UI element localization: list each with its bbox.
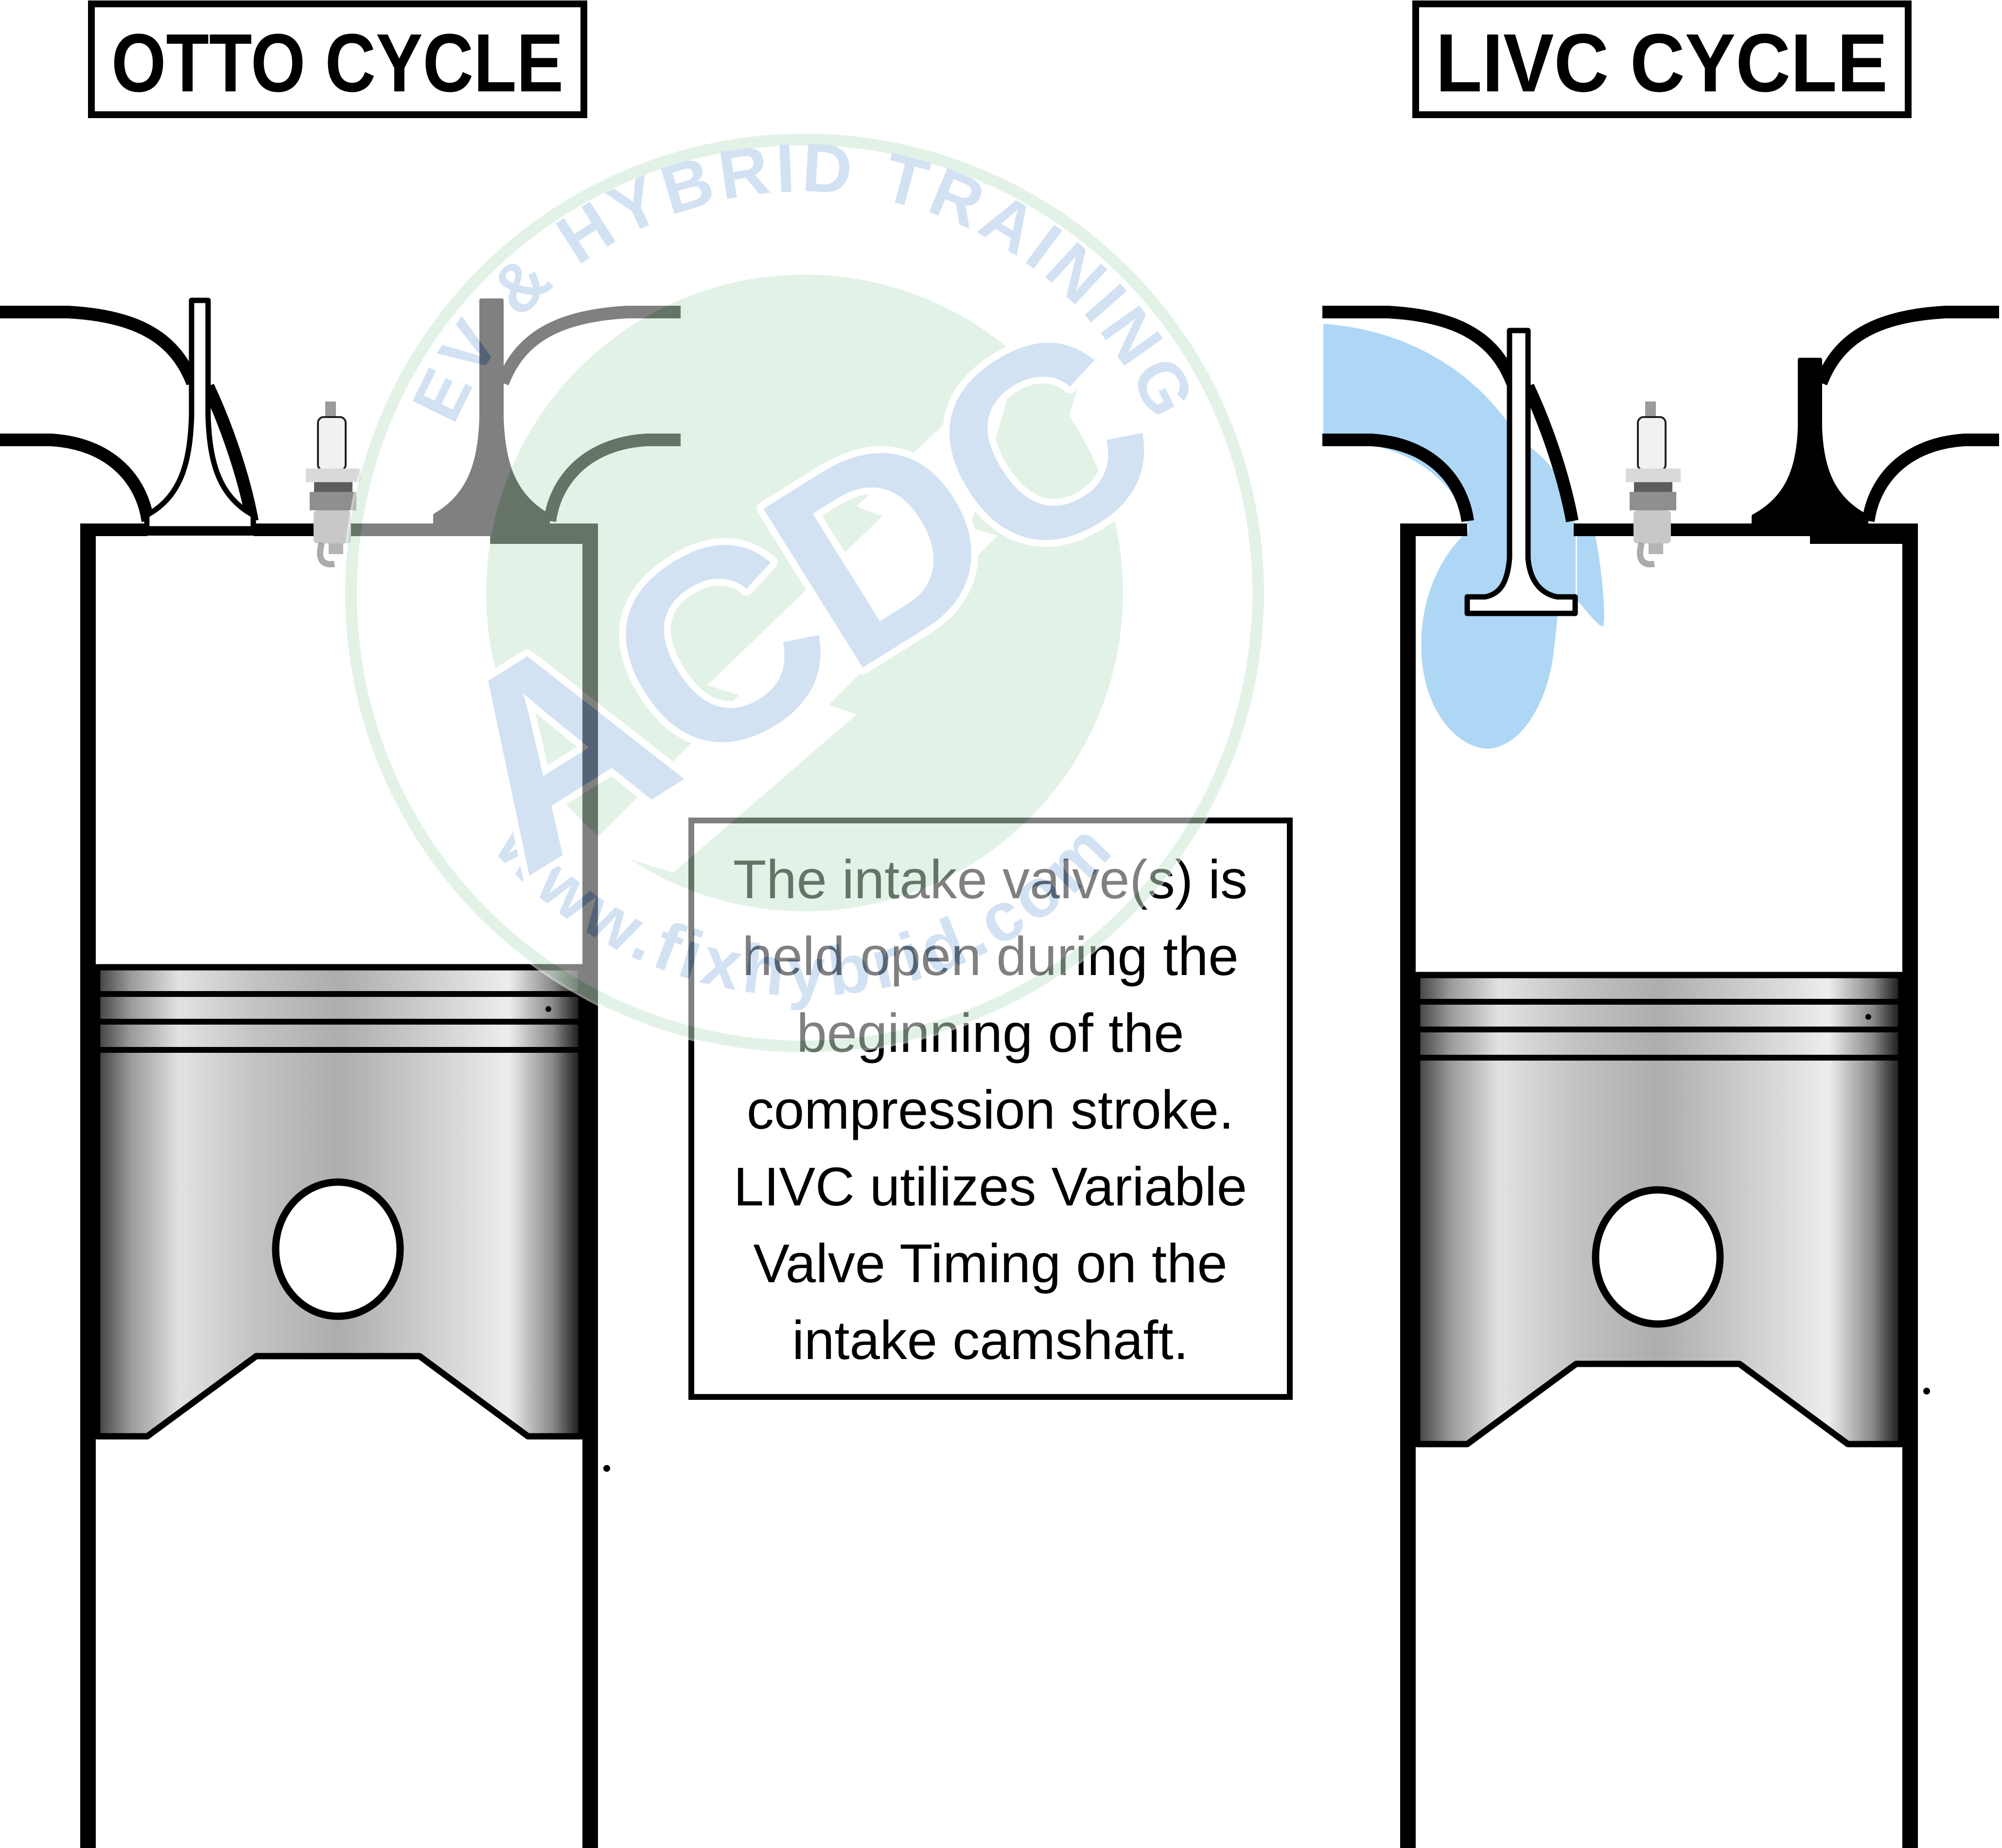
- intake-port-lower-wall: [0, 434, 154, 522]
- mixture-right-sliver: [1577, 532, 1604, 627]
- title-frame: [1412, 0, 1912, 118]
- spark-plug-gasket: [314, 482, 352, 492]
- livc-intake-mixture-flow: [1323, 324, 1604, 749]
- otto-title-box: OTTO CYCLE: [88, 0, 587, 118]
- spark-plug: [1626, 401, 1681, 564]
- speck: [545, 1006, 551, 1012]
- watermark-outer-ring: [345, 134, 1264, 1052]
- speck: [1923, 1388, 1930, 1395]
- spark-plug-shell: [310, 492, 356, 510]
- page-title-otto: OTTO CYCLE: [111, 17, 563, 109]
- lightning-bolt-icon: [506, 702, 739, 853]
- acdc-watermark: EV & HYBRID TRAINING www.fixhybrid.com A…: [343, 128, 1266, 1055]
- note-line: compression stroke.: [747, 1080, 1234, 1140]
- spark-plug-ground-electrode: [316, 541, 335, 568]
- spark-plug-center-electrode: [329, 543, 343, 554]
- note-line: intake camshaft.: [792, 1310, 1189, 1371]
- intake-pocket-right-wall: [202, 384, 259, 523]
- spark-plug-terminal: [325, 401, 336, 419]
- note-line: LIVC utilizes Variable: [734, 1156, 1247, 1217]
- page-title-livc: LIVC CYCLE: [1436, 17, 1888, 109]
- livc-piston: [1417, 975, 1901, 1444]
- livc-intake-valve-open: [1464, 328, 1578, 616]
- livc-exhaust-valve-closed: [1752, 358, 1868, 526]
- otto-intake-valve-closed: [144, 297, 256, 532]
- head-deck-left-segment: [80, 523, 147, 536]
- otto-intake-port: [0, 306, 259, 523]
- intake-port-lower-wall: [1322, 434, 1474, 522]
- wrist-pin-bore: [272, 1178, 404, 1320]
- piston-ring-grooves: [97, 991, 581, 1053]
- livc-exhaust-port: [1821, 312, 1999, 521]
- note-line: Valve Timing on the: [753, 1233, 1227, 1294]
- spark-plug: [306, 401, 361, 568]
- livc-intake-port: [1322, 306, 1579, 523]
- lightning-bolt-icon: [1011, 369, 1082, 612]
- intake-port-upper-wall: [0, 306, 199, 385]
- speck: [603, 1465, 610, 1472]
- spark-plug-hex: [306, 469, 361, 482]
- lightning-bolt-icon: [588, 352, 1021, 872]
- otto-piston: [94, 964, 585, 1440]
- intake-pocket-right-wall: [1522, 384, 1579, 523]
- spark-plug-thread: [314, 510, 351, 543]
- mixture-cylinder-blob: [1421, 531, 1558, 749]
- intake-port-upper-wall: [1322, 306, 1519, 385]
- livc-engine: [1322, 306, 1999, 1848]
- livc-title-box: LIVC CYCLE: [1412, 0, 1912, 118]
- cylinder-wall-left: [80, 523, 96, 1848]
- spark-plug-insulator: [317, 416, 347, 471]
- title-frame: [88, 0, 587, 118]
